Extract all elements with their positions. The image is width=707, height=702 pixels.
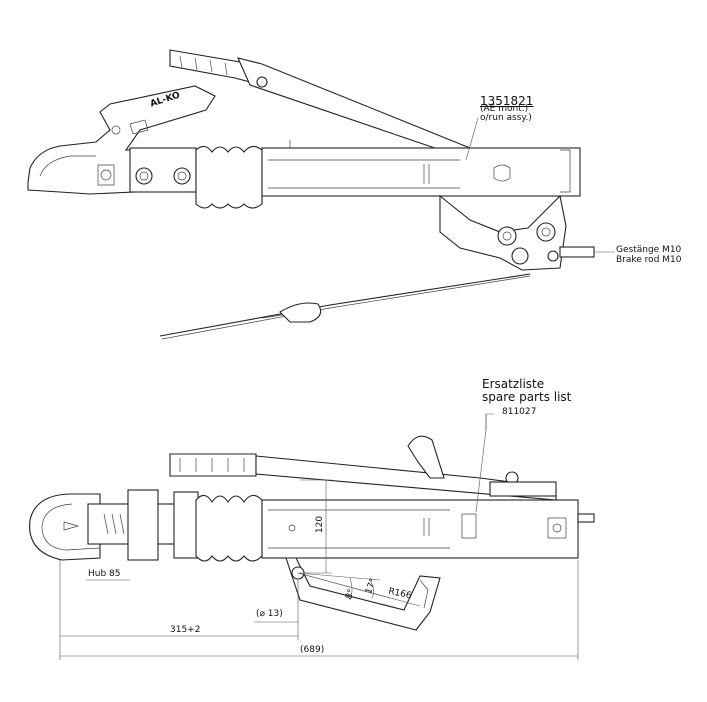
part-number-label: 1351821 xyxy=(480,94,534,108)
height-dimension-label: 120 xyxy=(315,515,326,534)
bellows-boot-bottom xyxy=(195,494,263,562)
coupling-to-hole-dimension: 315+2 xyxy=(170,625,201,635)
handbrake-lever-bottom xyxy=(169,435,557,501)
bellows-boot xyxy=(195,145,263,209)
spring-assembly xyxy=(87,489,213,561)
brake-rod-label-en: Brake rod M10 xyxy=(616,255,682,265)
drawbar-tube xyxy=(261,140,581,197)
bolt-housing xyxy=(129,147,197,193)
assembly-note-de: (AE mont.) xyxy=(480,104,529,114)
spare-parts-label-de: Ersatzliste xyxy=(482,377,545,391)
brake-linkage xyxy=(439,194,615,271)
hole-diameter-label: (⌀ 13) xyxy=(256,609,283,619)
drawbar-tube-bottom xyxy=(261,499,595,559)
breakaway-cable xyxy=(159,273,531,340)
top-view-overrun-device xyxy=(27,49,615,340)
spare-parts-label-en: spare parts list xyxy=(482,390,572,404)
brake-lever-bottom xyxy=(285,557,441,631)
coupling-ring xyxy=(29,493,101,561)
angle-dimensions xyxy=(297,572,421,607)
dimension-lines xyxy=(59,479,579,660)
handbrake-lever xyxy=(169,49,476,161)
assembly-note-en: o/run assy.) xyxy=(480,113,532,123)
bottom-view-overrun-device xyxy=(29,413,595,631)
spare-parts-number: 811027 xyxy=(502,407,537,417)
brake-rod-label-de: Gestänge M10 xyxy=(616,245,682,255)
overall-length-dimension: (689) xyxy=(300,645,325,655)
stroke-dimension-label: Hub 85 xyxy=(88,569,121,579)
